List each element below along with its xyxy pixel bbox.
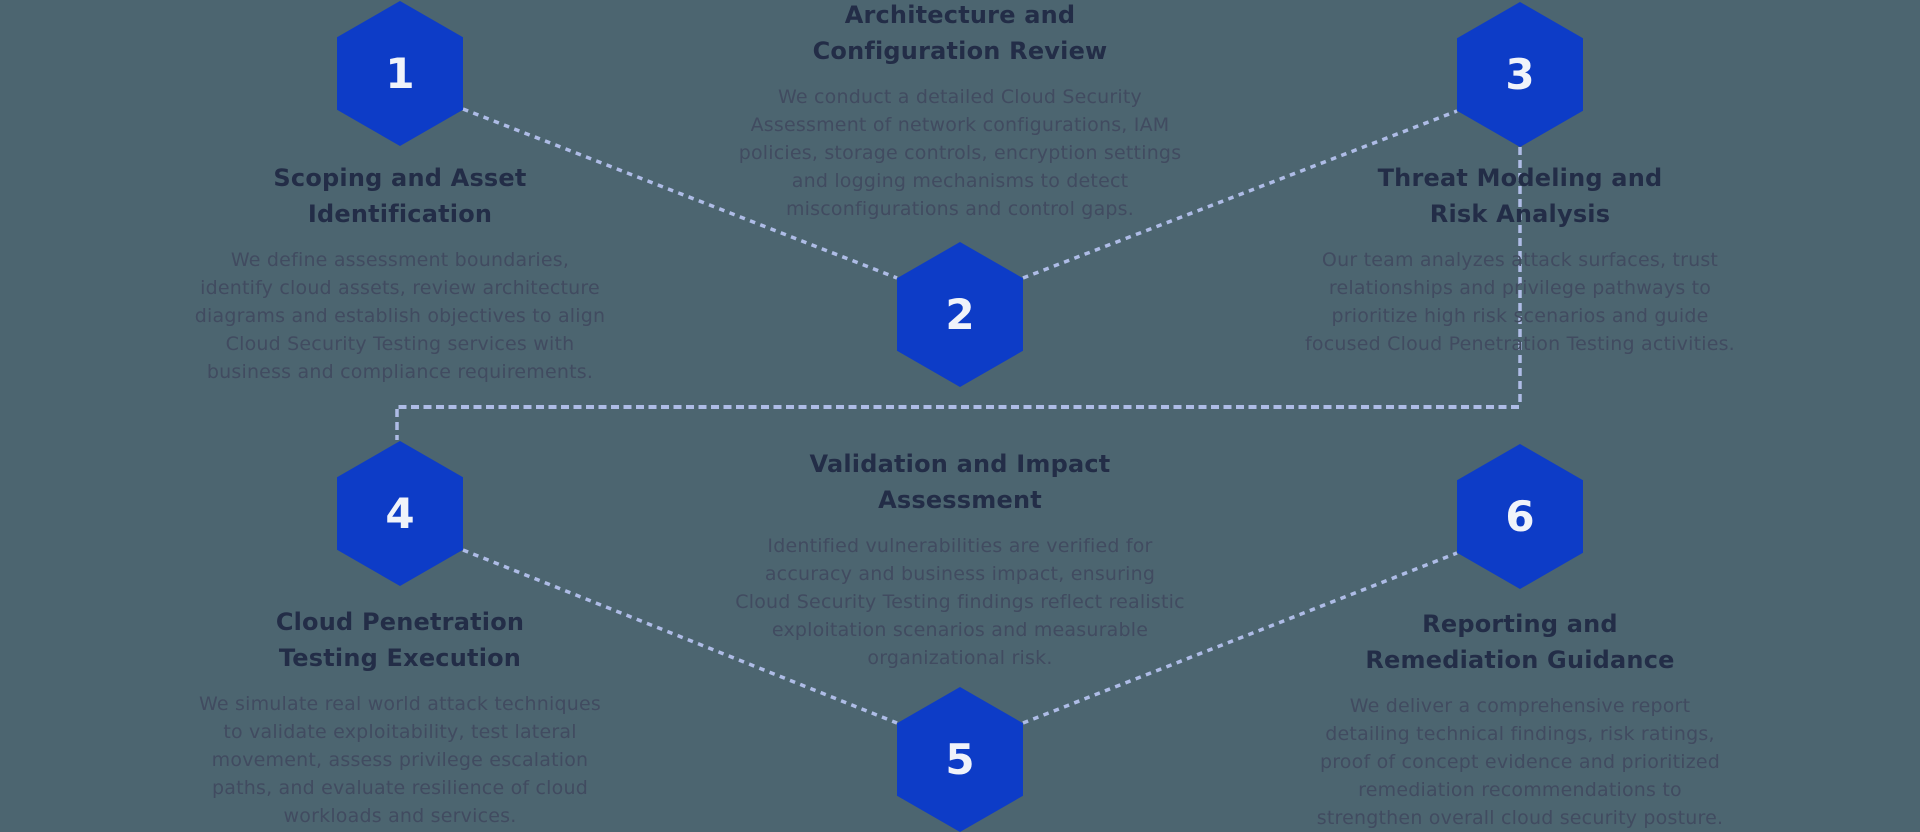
step-3-number: 3 bbox=[1505, 49, 1535, 99]
connector-step2-step3 bbox=[1022, 109, 1458, 280]
step-5-description: Identified vulnerabilities are verified … bbox=[735, 535, 1185, 669]
step-6-number: 6 bbox=[1505, 491, 1535, 541]
step-3-description: Our team analyzes attack surfaces, trust… bbox=[1305, 249, 1735, 355]
connector-step5-step6 bbox=[1022, 551, 1458, 725]
step-1-description: We define assessment boundaries,identify… bbox=[194, 249, 606, 383]
step-4-description: We simulate real world attack techniques… bbox=[199, 693, 601, 827]
step-5-hexagon: 5 bbox=[897, 687, 1023, 832]
step-5-number: 5 bbox=[945, 734, 975, 784]
step-4-number: 4 bbox=[385, 488, 415, 538]
connector-step4-step5 bbox=[462, 548, 898, 725]
step-2-number: 2 bbox=[945, 289, 975, 339]
step-1-number: 1 bbox=[385, 48, 415, 98]
connector-step1-step2 bbox=[462, 107, 898, 280]
